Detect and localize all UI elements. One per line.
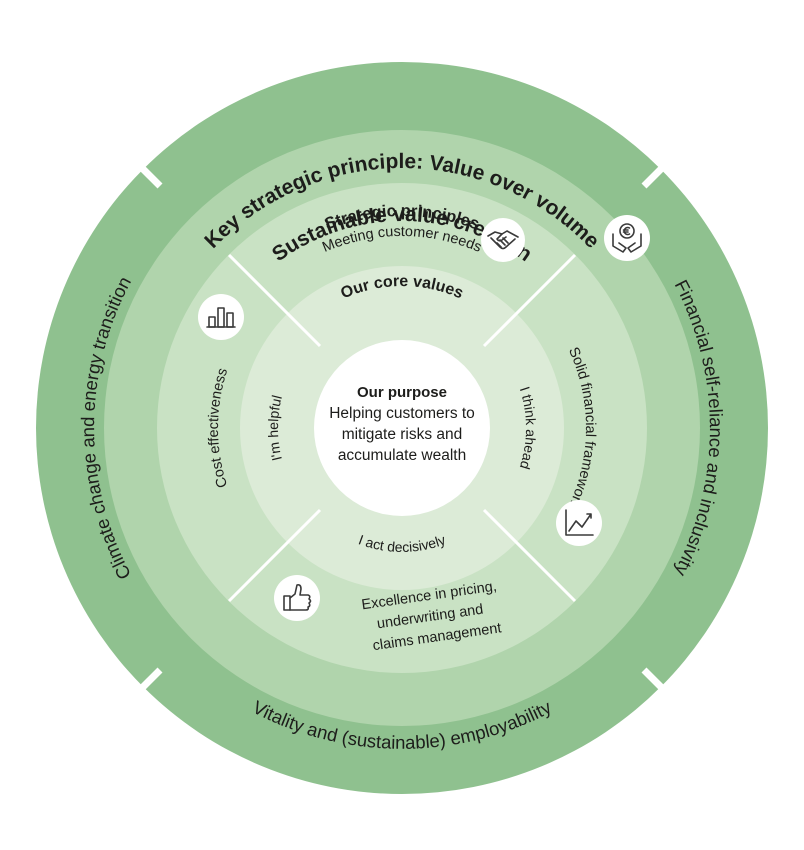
handshake-icon [481, 218, 525, 262]
core-value-bottom: I act decisively [356, 531, 447, 555]
purpose-line-2: mitigate risks and [342, 426, 463, 443]
thumbs-up-icon [274, 575, 320, 621]
purpose-line-1: Helping customers to [329, 405, 475, 422]
outer-ring-dividers [108, 134, 696, 722]
svg-text:I think ahead: I think ahead [517, 385, 539, 472]
svg-text:I act decisively: I act decisively [356, 531, 447, 555]
bar-chart-icon [198, 294, 244, 340]
core-value-right: I think ahead [517, 385, 539, 472]
purpose-title: Our purpose [357, 384, 447, 401]
core-value-left: I'm helpful [265, 394, 285, 463]
euro-hands-icon [604, 215, 650, 261]
purpose-circle [314, 340, 490, 516]
quadrant-dividers [227, 253, 577, 603]
line-chart-icon [556, 500, 602, 546]
purpose-line-3: accumulate wealth [338, 447, 466, 464]
svg-text:I'm helpful: I'm helpful [265, 394, 285, 463]
